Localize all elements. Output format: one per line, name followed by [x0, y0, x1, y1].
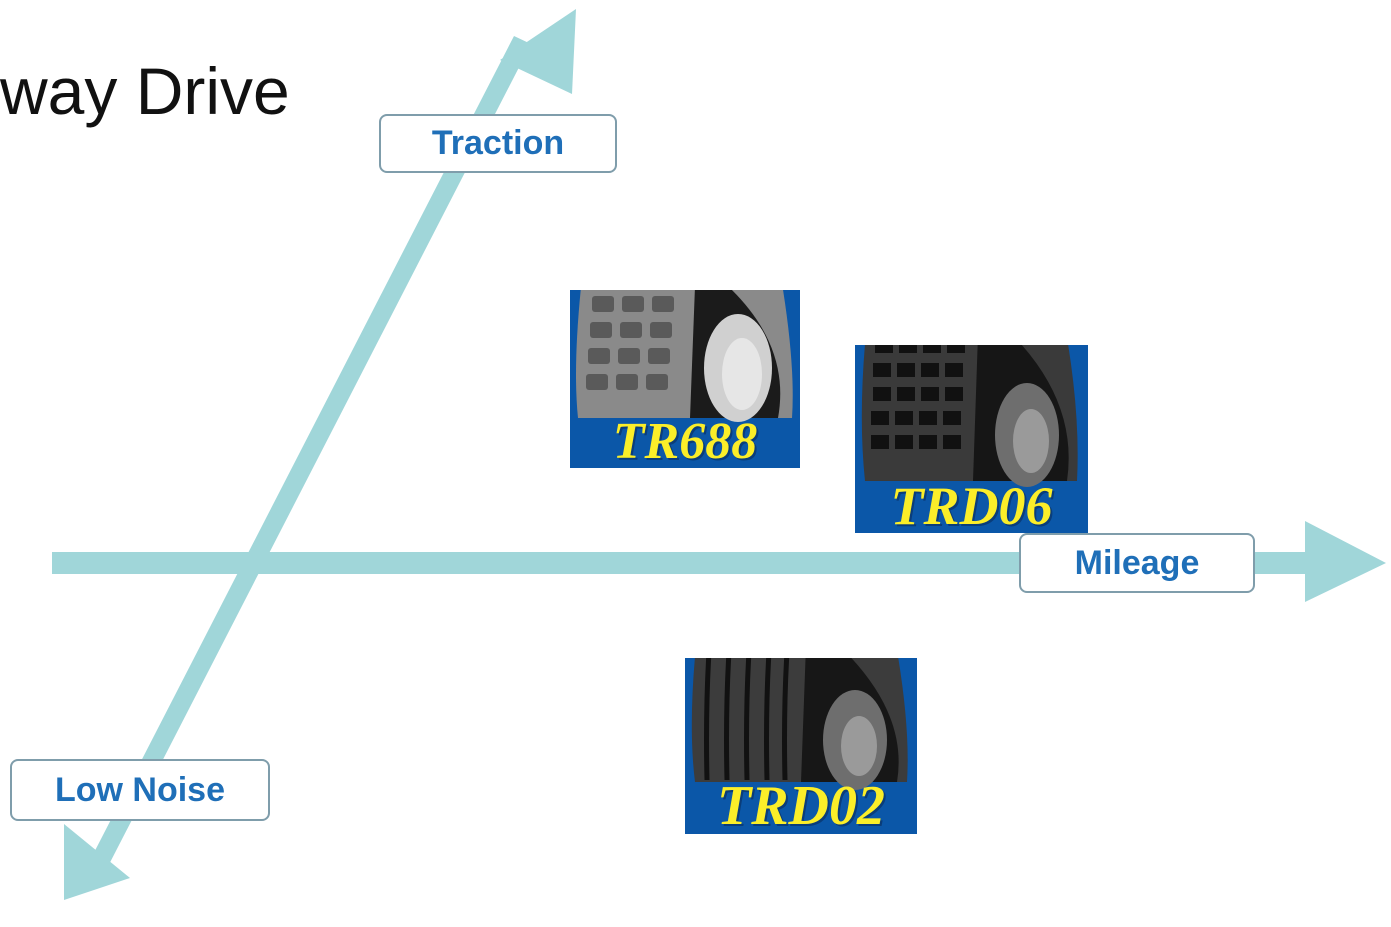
page-title: way Drive — [0, 58, 290, 128]
tire-card-tr688: TR688 — [570, 290, 800, 468]
tire-tr688-image — [576, 290, 793, 422]
low-noise-label-text: Low Noise — [54, 770, 226, 809]
tire-trd02-image — [691, 658, 908, 790]
traction-axis-arrowhead — [500, 9, 576, 94]
traction-axis-shaft — [84, 36, 531, 880]
tire-card-trd06: TRD06 — [855, 345, 1088, 533]
tire-tr688-name: TR688 — [612, 413, 758, 468]
mileage-label-text: Mileage — [1074, 543, 1200, 582]
traction-label-text: Traction — [431, 124, 565, 162]
tire-trd06-image — [861, 345, 1078, 487]
tire-card-trd02: TRD02 — [685, 658, 917, 834]
mileage-axis-shaft — [52, 552, 1312, 574]
mileage-axis-arrowhead — [1305, 521, 1386, 602]
tire-trd02-name: TRD02 — [717, 775, 885, 834]
mileage-label: Mileage — [1019, 533, 1255, 593]
traction-label: Traction — [379, 114, 617, 173]
low-noise-axis-arrowhead — [64, 824, 130, 900]
tire-trd06-name: TRD06 — [890, 476, 1053, 533]
low-noise-label: Low Noise — [10, 759, 270, 821]
